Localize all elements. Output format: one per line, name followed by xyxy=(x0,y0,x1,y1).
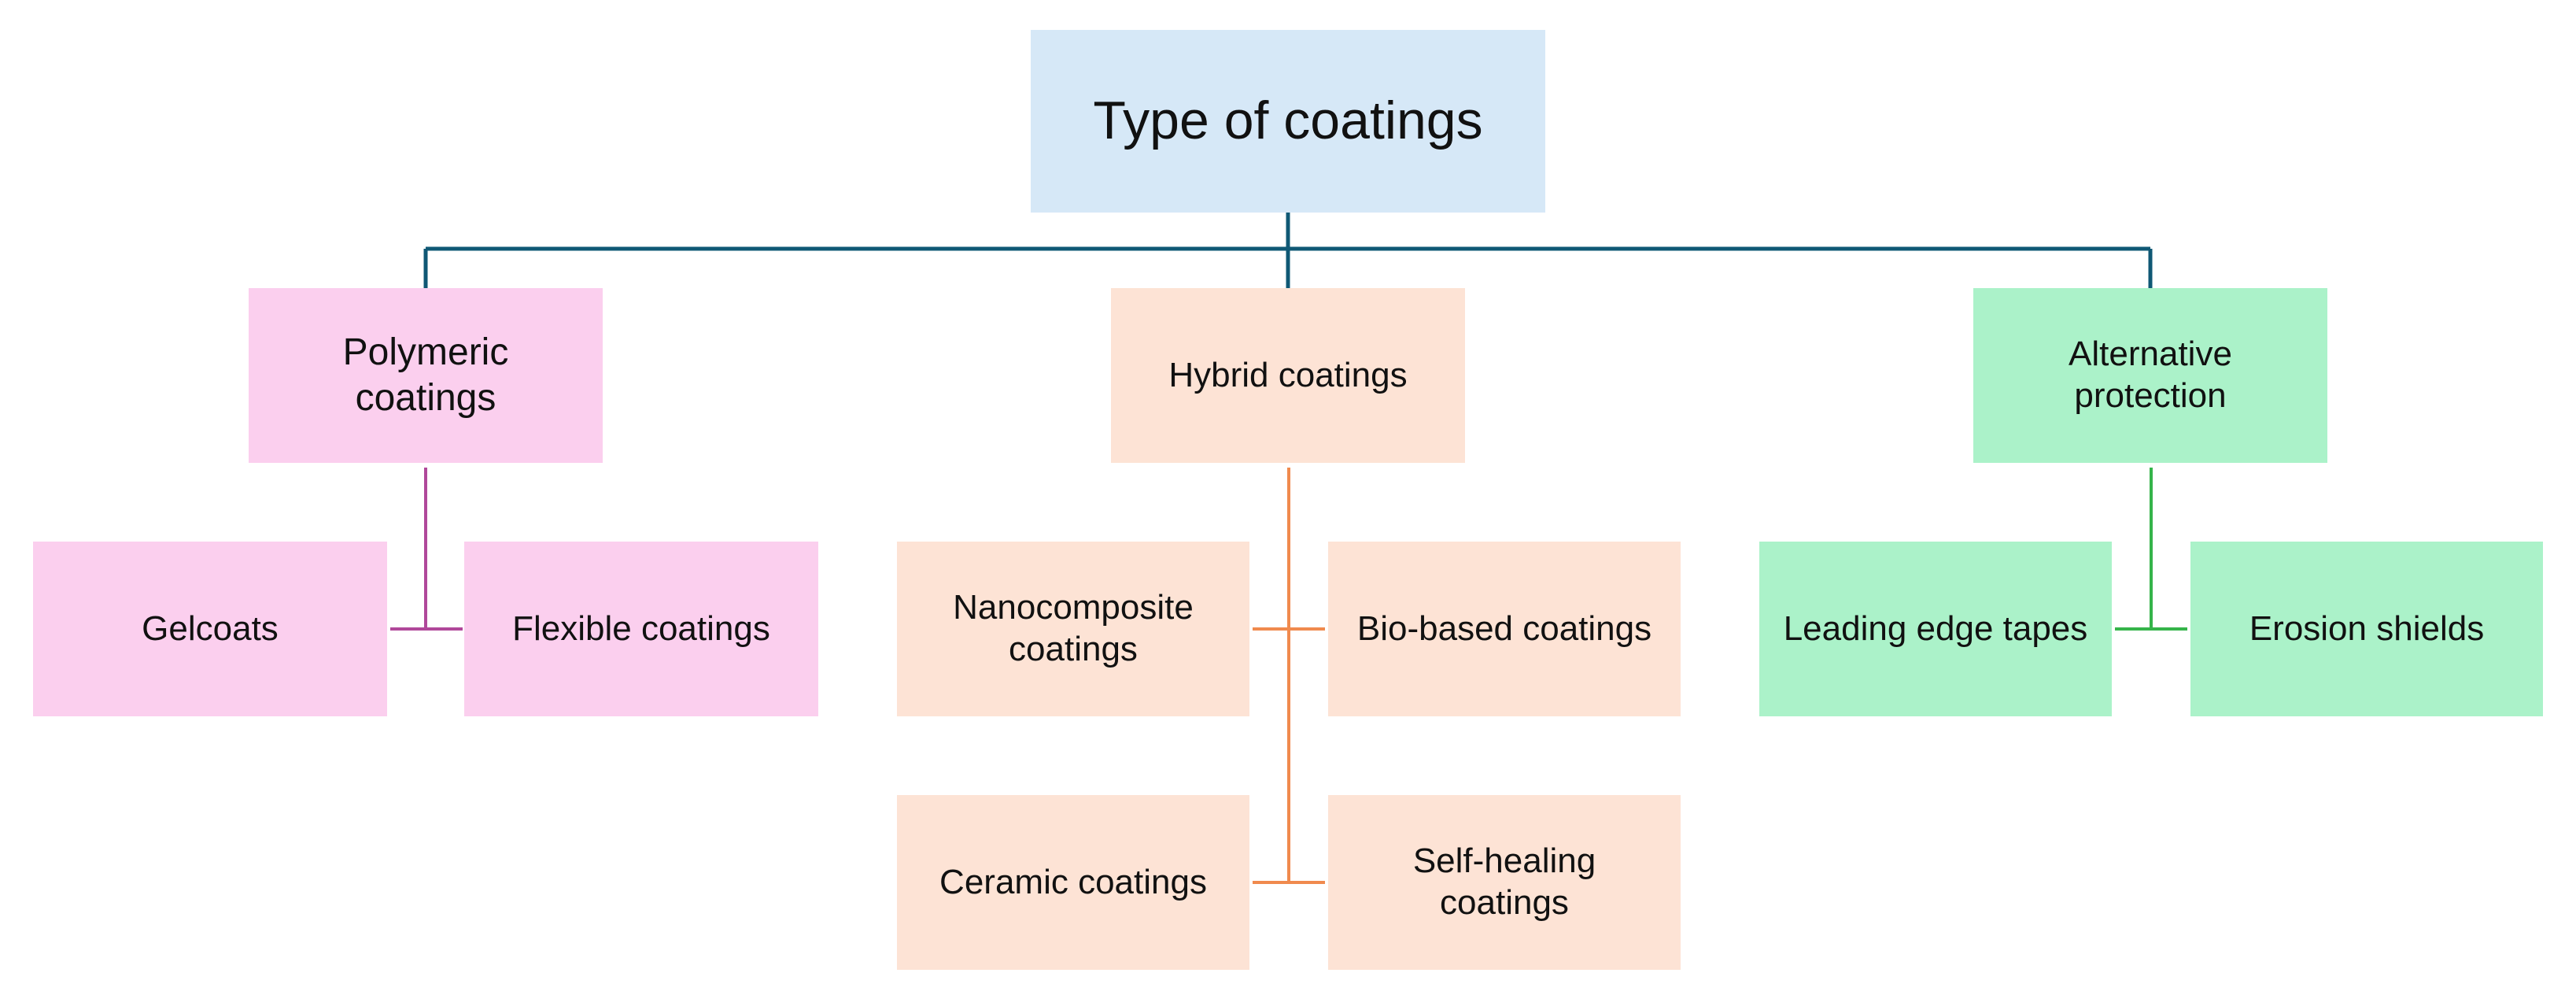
leaf-label: Bio-based coatings xyxy=(1356,608,1652,648)
leaf-leading-edge-tapes: Leading edge tapes xyxy=(1759,542,2112,716)
polymeric-connector xyxy=(390,468,463,631)
leaf-label: Ceramic coatings xyxy=(939,862,1207,901)
leaf-label: Erosion shields xyxy=(2249,608,2485,648)
category-hybrid-coatings: Hybrid coatings xyxy=(1111,288,1465,463)
category-label: Alternative protection xyxy=(2069,335,2232,415)
root-connector xyxy=(423,213,2153,288)
leaf-label: Self-healing coatings xyxy=(1412,841,1596,922)
alternative-connector xyxy=(2115,468,2187,631)
hybrid-connector xyxy=(1253,468,1325,884)
leaf-erosion-shields: Erosion shields xyxy=(2190,542,2543,716)
leaf-label: Flexible coatings xyxy=(512,608,770,648)
leaf-ceramic-coatings: Ceramic coatings xyxy=(897,795,1249,970)
category-label: Polymeric coatings xyxy=(342,331,509,419)
leaf-label: Gelcoats xyxy=(142,608,279,648)
category-alternative-protection: Alternative protection xyxy=(1973,288,2327,463)
leaf-flexible-coatings: Flexible coatings xyxy=(464,542,818,716)
leaf-label: Leading edge tapes xyxy=(1783,608,2088,648)
leaf-label: Nanocomposite coatings xyxy=(953,588,1194,668)
leaf-gelcoats: Gelcoats xyxy=(33,542,387,716)
root-node-type-of-coatings: Type of coatings xyxy=(1031,30,1545,213)
root-label: Type of coatings xyxy=(1093,91,1483,151)
leaf-self-healing-coatings: Self-healing coatings xyxy=(1328,795,1681,970)
leaf-nanocomposite-coatings: Nanocomposite coatings xyxy=(897,542,1249,716)
leaf-bio-based-coatings: Bio-based coatings xyxy=(1328,542,1681,716)
category-label: Hybrid coatings xyxy=(1168,355,1408,394)
category-polymeric-coatings: Polymeric coatings xyxy=(249,288,603,463)
